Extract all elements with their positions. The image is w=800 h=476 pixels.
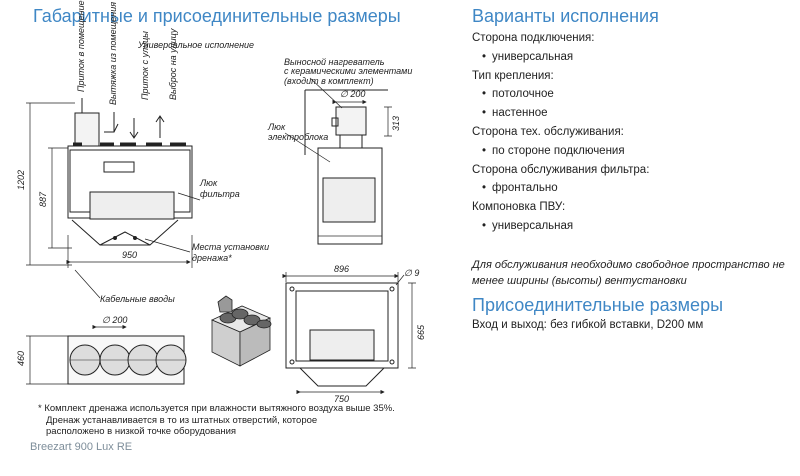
heater-view — [304, 89, 388, 245]
dim-duct-d1: ∅ 200 — [340, 89, 365, 99]
label-exhaust-street: Выброс на улицу — [168, 28, 178, 100]
variant-label-service-side: Сторона тех. обслуживания: — [472, 125, 624, 138]
drain-footnote: * Комплект дренажа используется при влаж… — [38, 403, 438, 438]
label-supply-room: Приток в помещение — [76, 0, 86, 92]
technical-drawing: Универсальное исполнение Приток в помеще… — [16, 0, 426, 404]
dim-hole-d: ∅ 9 — [404, 268, 419, 278]
variant-label-connection-side: Сторона подключения: — [472, 32, 595, 44]
dim-mount-height: 665 — [416, 324, 426, 340]
dim-duct-d2: ∅ 200 — [102, 315, 127, 325]
dim-bottom-width: 750 — [334, 394, 349, 404]
footnote-line-3: расположено в низкой точке оборудования — [46, 426, 237, 437]
dim-heater-h: 313 — [391, 116, 401, 131]
brand-footer: Breezart 900 Lux RE — [30, 441, 133, 453]
unit-front-view — [67, 112, 193, 246]
variant-value-connection-side: универсальная — [472, 48, 792, 67]
isometric-view — [211, 295, 272, 367]
label-filter-hatch-1: Люк — [199, 178, 218, 188]
section-title-connection: Присоединительные размеры — [472, 295, 724, 315]
label-cable-inputs: Кабельные вводы — [100, 294, 175, 304]
dim-width-main: 950 — [122, 250, 137, 260]
section-title-dimensions: Габаритные и присоединительные размеры — [33, 6, 401, 26]
label-heater-1: Выносной нагреватель — [284, 57, 385, 67]
label-heater-2: с керамическими элементами — [284, 66, 412, 76]
dim-top-height: 460 — [16, 351, 26, 366]
duct-top-view — [67, 335, 187, 385]
variant-value-filter-side: фронтально — [472, 179, 792, 198]
label-filter-hatch-2: фильтра — [200, 189, 240, 199]
left-dimension-lines — [26, 102, 193, 268]
variant-label-filter-side: Сторона обслуживания фильтра: — [472, 163, 650, 176]
footnote-line-1: * Комплект дренажа используется при влаж… — [38, 403, 395, 414]
variant-value-service-side: по стороне подключения — [472, 142, 792, 161]
connection-text: Вход и выход: без гибкой вставки, D200 м… — [472, 319, 704, 331]
label-heater-3: (входит в комплект) — [284, 76, 374, 86]
label-electric-hatch-1: Люк — [267, 122, 286, 132]
mount-view — [285, 282, 399, 387]
drawing-caption: Универсальное исполнение — [137, 40, 254, 50]
label-supply-street: Приток с улицы — [140, 31, 150, 100]
label-drain-places-2: дренажа* — [192, 253, 232, 263]
footnote-line-2: Дренаж устанавливается в то из штатных о… — [46, 414, 318, 426]
label-electric-hatch-2: электроблока — [268, 132, 328, 142]
label-exhaust-room: Вытяжка из помещения — [108, 2, 118, 105]
variant-value-layout: универсальная — [472, 217, 792, 236]
variant-label-layout: Компоновка ПВУ: — [472, 201, 566, 214]
service-note: Для обслуживания необходимо свободное пр… — [472, 259, 785, 287]
dim-mount-width: 896 — [334, 264, 349, 274]
dim-height-body: 887 — [38, 191, 48, 207]
dim-height-total: 1202 — [16, 170, 26, 190]
label-drain-places-1: Места установки — [192, 242, 269, 252]
variant-value-mount-wall: настенное — [472, 104, 792, 123]
variants-list: Сторона подключения: универсальная Тип к… — [472, 29, 792, 236]
section-title-variants: Варианты исполнения — [472, 6, 659, 26]
variant-label-mount-type: Тип крепления: — [472, 69, 554, 82]
variant-value-mount-ceiling: потолочное — [472, 85, 792, 104]
